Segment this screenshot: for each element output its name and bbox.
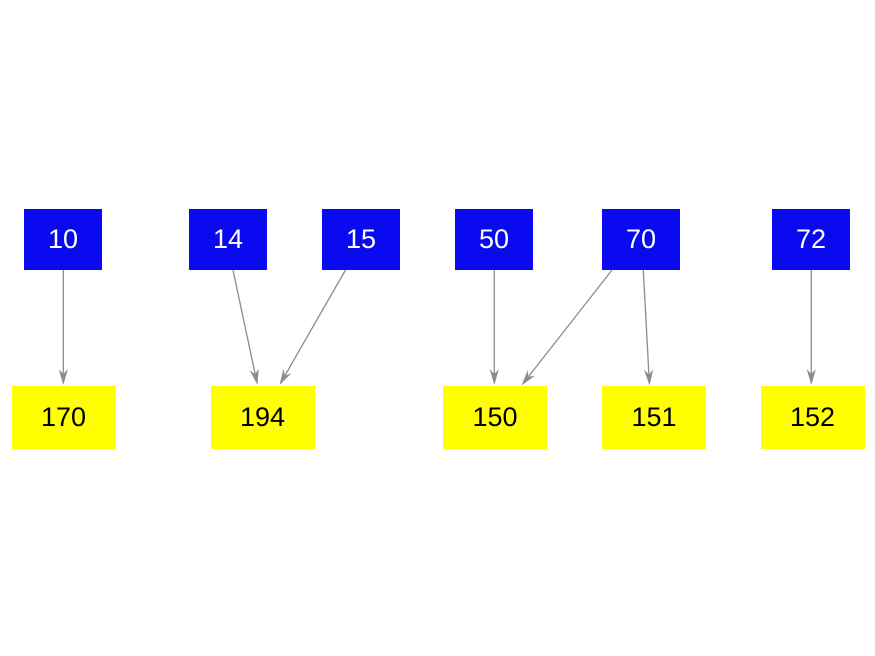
graph-node-151: 151 (602, 386, 706, 449)
arrowhead-icon (489, 369, 499, 385)
arrowhead-icon (279, 368, 292, 385)
graph-node-72: 72 (772, 209, 850, 270)
graph-node-170: 170 (11, 386, 116, 449)
edge-line (642, 269, 650, 375)
edge-10-to-170 (58, 270, 68, 385)
graph-node-70: 70 (602, 209, 680, 270)
arrowhead-icon (644, 369, 654, 386)
edge-line (284, 269, 347, 376)
edge-72-to-152 (806, 270, 816, 385)
arrowhead-icon (249, 368, 259, 385)
graph-node-194: 194 (210, 386, 315, 449)
arrowhead-icon (58, 369, 68, 385)
edge-70-to-150 (521, 269, 613, 386)
graph-node-14: 14 (189, 209, 267, 270)
graph-node-10: 10 (24, 209, 102, 270)
edge-70-to-151 (642, 269, 654, 386)
graph-node-152: 152 (760, 386, 865, 449)
edge-50-to-150 (489, 270, 499, 385)
graph-node-50: 50 (455, 209, 533, 270)
edge-14-to-194 (232, 269, 259, 385)
edge-line (527, 269, 613, 378)
edge-line (232, 269, 256, 375)
graph-node-150: 150 (443, 386, 547, 449)
arrowhead-icon (806, 369, 816, 385)
graph-node-15: 15 (322, 209, 400, 270)
arrowhead-icon (521, 370, 535, 386)
edge-15-to-194 (279, 269, 347, 385)
